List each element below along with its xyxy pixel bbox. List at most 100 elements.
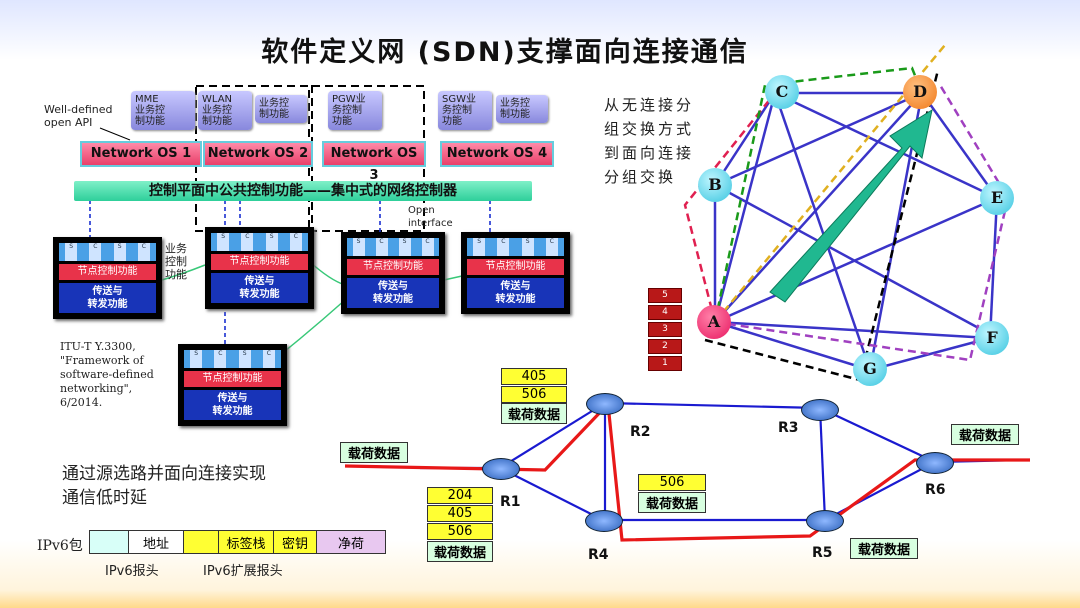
port: C xyxy=(137,243,150,261)
port: S xyxy=(398,238,411,256)
routing-caption-line: 通信低时延 xyxy=(62,488,147,508)
port: S xyxy=(238,350,251,368)
fwd-line: 传送与 xyxy=(92,286,123,297)
port: S xyxy=(190,350,203,368)
service-box-sgw: SGW业 务控制 功能 xyxy=(438,91,492,130)
page-title: 软件定义网 (SDN)支撑面向连接通信 xyxy=(261,37,749,68)
router-r2-icon xyxy=(586,393,624,415)
node-forwarding-function: 传送与转发功能 xyxy=(184,390,281,420)
node-control-function: 节点控制功能 xyxy=(184,371,281,387)
fwd-line: 转发功能 xyxy=(495,294,536,305)
router-r2-label: R2 xyxy=(630,424,651,440)
fwd-line: 转发功能 xyxy=(373,294,413,305)
fwd-line: 传送与 xyxy=(244,276,275,287)
stack-item: 5 xyxy=(648,288,682,303)
open-interface-line2: interface xyxy=(408,218,453,229)
port: C xyxy=(241,233,254,251)
graph-caption: 从无连接分 组交换方式 到面向连接 分组交换 xyxy=(604,93,694,189)
router-r4-icon xyxy=(585,510,623,532)
r1-payload: 载荷数据 xyxy=(427,541,493,562)
ipv6-field-key: 密钥 xyxy=(273,530,317,554)
node-control-function: 节点控制功能 xyxy=(211,254,308,270)
r6-payload: 载荷数据 xyxy=(951,424,1019,445)
routing-caption: 通过源选路并面向连接实现 通信低时延 xyxy=(62,462,266,510)
network-os-3: Network OS 3 xyxy=(322,141,426,183)
itu-reference: ITU-T Y.3300, "Framework of software-def… xyxy=(60,340,154,410)
port: C xyxy=(421,238,434,256)
router-r3-icon xyxy=(801,399,839,421)
fwd-line: 转发功能 xyxy=(87,299,128,310)
biz-ctrl-line: 功能 xyxy=(165,268,187,281)
port: C xyxy=(289,233,302,251)
ipv6-packet: 地址 标签栈 密钥 净荷 xyxy=(89,530,386,554)
service-text: 制功能 xyxy=(259,109,289,120)
node-control-function: 节点控制功能 xyxy=(467,259,564,275)
source-payload: 载荷数据 xyxy=(340,442,408,463)
router-r5-icon xyxy=(806,510,844,532)
port: C xyxy=(89,243,102,261)
fwd-line: 转发功能 xyxy=(239,289,280,300)
network-os-2: Network OS 2 xyxy=(203,141,313,167)
r2-label-506: 506 xyxy=(501,386,567,403)
open-api-line2: open API xyxy=(44,116,93,129)
r2-payload: 载荷数据 xyxy=(501,403,567,424)
biz-ctrl-line: 控制 xyxy=(165,255,187,268)
service-box-wlan: WLAN 业务控 制功能 xyxy=(198,91,252,130)
graph-node-c: C xyxy=(765,75,799,109)
graph-caption-line: 从无连接分 xyxy=(604,96,695,114)
service-box-mme: MME 业务控 制功能 xyxy=(131,91,195,130)
graph-caption-line: 分组交换 xyxy=(604,168,677,186)
graph-node-b: B xyxy=(698,168,732,202)
fwd-line: 转发功能 xyxy=(212,406,253,417)
ipv6-field xyxy=(89,530,129,554)
graph-node-d: D xyxy=(903,75,937,109)
service-text: 制功能 xyxy=(202,116,232,127)
node-control-function: 节点控制功能 xyxy=(59,264,156,280)
open-interface-line1: Open xyxy=(408,205,435,216)
ipv6-field-label-stack: 标签栈 xyxy=(218,530,274,554)
ipv6-prefix: IPv6包 xyxy=(37,538,83,554)
port: C xyxy=(262,350,275,368)
open-api-line1: Well-defined xyxy=(44,103,113,116)
service-text: WLAN xyxy=(202,94,233,105)
r1-label-506: 506 xyxy=(427,523,493,540)
stack-item: 2 xyxy=(648,339,682,354)
router-r6-icon xyxy=(916,452,954,474)
service-text: 功能 xyxy=(442,116,462,127)
port: S xyxy=(217,233,230,251)
r5-payload: 载荷数据 xyxy=(850,538,918,559)
graph-node-e: E xyxy=(980,181,1014,215)
service-text: 业务控 xyxy=(135,105,165,116)
service-text: 制功能 xyxy=(135,116,165,127)
port: S xyxy=(521,238,534,256)
fwd-line: 传送与 xyxy=(378,281,408,292)
graph-node-a: A xyxy=(697,305,731,339)
ipv6-ext-header-label: IPv6扩展报头 xyxy=(203,564,283,579)
network-os-4: Network OS 4 xyxy=(440,141,554,167)
graph-caption-line: 到面向连接 xyxy=(604,144,695,162)
port: C xyxy=(375,238,388,256)
port: C xyxy=(214,350,227,368)
open-api-label: Well-defined open API xyxy=(44,103,112,129)
stack-item: 4 xyxy=(648,305,682,320)
open-interface-label: Open interface xyxy=(408,204,453,230)
service-box-pgw: PGW业 务控制 功能 xyxy=(328,91,382,130)
stack-item: 3 xyxy=(648,322,682,337)
r1-label-204: 204 xyxy=(427,487,493,504)
itu-line: ITU-T Y.3300, xyxy=(60,340,136,353)
ipv6-field xyxy=(183,530,219,554)
service-box-generic: 业务控 制功能 xyxy=(496,95,548,123)
service-text: PGW业 xyxy=(332,94,366,105)
biz-ctrl-line: 业务 xyxy=(165,242,187,255)
service-text: SGW业 xyxy=(442,94,476,105)
port: S xyxy=(113,243,126,261)
graph-node-g: G xyxy=(853,352,887,386)
service-box-generic: 业务控 制功能 xyxy=(255,95,307,123)
itu-line: software-defined xyxy=(60,368,154,381)
itu-line: networking", xyxy=(60,382,133,395)
